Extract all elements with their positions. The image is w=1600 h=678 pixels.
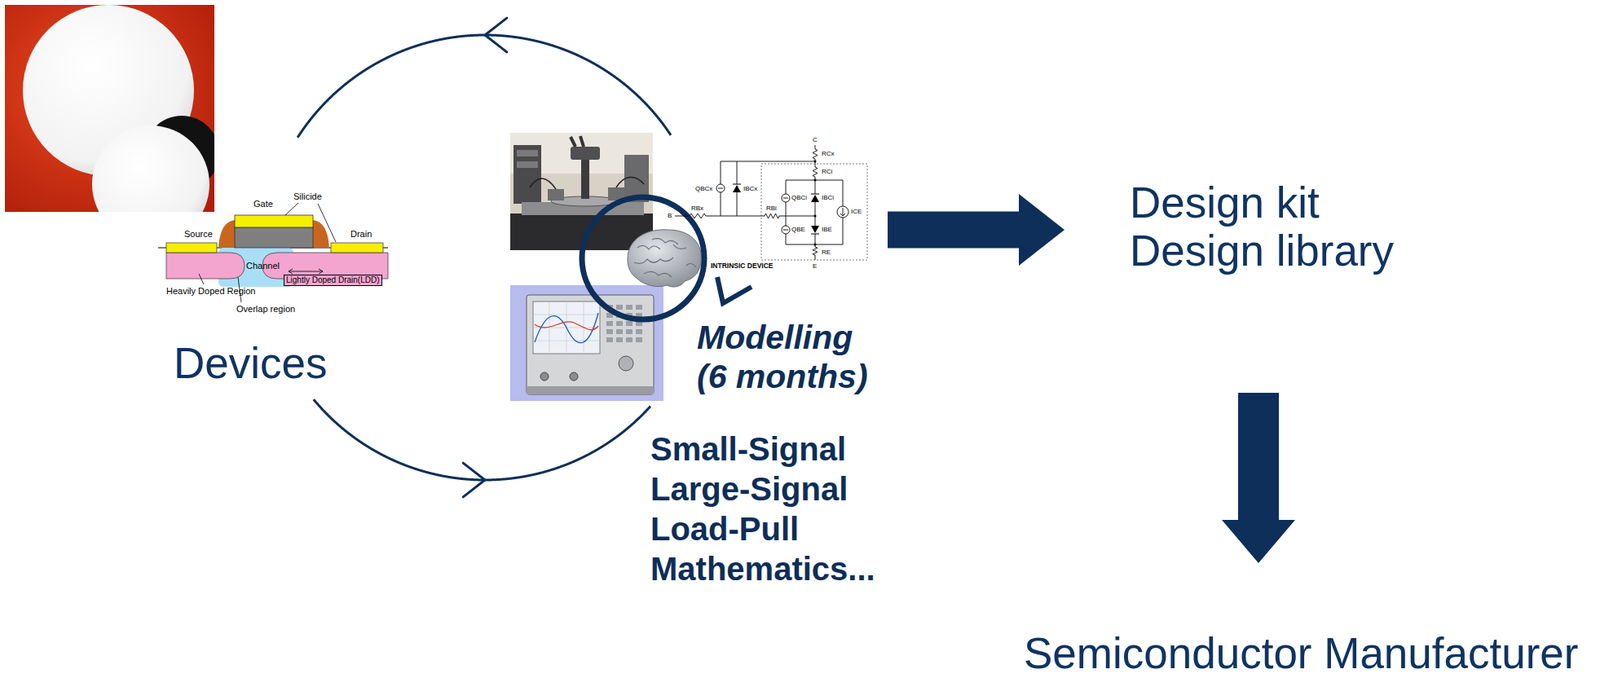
node-body: Small-Signal Large-Signal Load-Pull Math… [650, 429, 886, 590]
component-name: RBx [691, 205, 704, 212]
component-name: QBE [791, 226, 806, 234]
component-name: RBi [766, 205, 777, 212]
equivalent-circuit [814, 179, 817, 182]
brain-icon [627, 229, 701, 287]
block-arrow-shape [887, 193, 1065, 266]
mosfet-cross-section [166, 252, 245, 279]
equivalent-circuit [732, 184, 820, 234]
network-analyzer-photo [534, 321, 599, 331]
equivalent-circuit [837, 206, 849, 218]
pin-name: E [812, 263, 817, 270]
network-analyzer-photo [533, 301, 600, 354]
probe-station-photo [510, 132, 653, 251]
mosfet-cross-section [234, 227, 313, 248]
component-name: QBCi [791, 194, 807, 202]
component-name: RCx [821, 150, 835, 158]
block-arrow-shape [1221, 392, 1296, 564]
brain-icon [634, 238, 697, 278]
block-arrow [1221, 392, 1296, 564]
mosfet-cross-section [158, 202, 388, 303]
equivalent-circuit [761, 163, 868, 261]
equivalent-circuit [840, 207, 846, 216]
design-kit-box: Design kit Design library [1064, 175, 1407, 393]
equivalent-circuit [814, 243, 817, 247]
equivalent-circuit [814, 215, 817, 218]
probe-station-photo [570, 136, 584, 147]
region-label: INTRINSIC DEVICE [710, 262, 774, 270]
node-title: Semiconductor Manufacturer [1023, 631, 1579, 675]
node-title: Design kit Design library [1129, 178, 1399, 275]
cycle-arc [313, 399, 651, 481]
network-analyzer-photo [510, 285, 664, 402]
cycle-arrow [297, 17, 671, 138]
block-arrow [887, 193, 1065, 266]
mosfet-cross-section [234, 215, 313, 228]
component-name: IBCx [743, 185, 758, 193]
part-label: Silicide [293, 191, 322, 203]
network-analyzer-photo [618, 356, 634, 371]
part-label: Heavily Doped Region [166, 286, 256, 297]
component-name: RE [821, 249, 831, 256]
mosfet-cross-section [218, 220, 235, 248]
node-title: Devices [173, 341, 328, 385]
probe-station-photo [510, 132, 653, 251]
equivalent-circuit [732, 185, 820, 234]
pin-name: C [812, 136, 818, 144]
thinking-circle [581, 197, 705, 320]
probe-station-photo [516, 161, 538, 168]
part-label: Gate [253, 198, 274, 210]
equivalent-circuit [814, 160, 817, 164]
component-name: ICE [850, 208, 862, 216]
equivalent-circuit [674, 145, 868, 261]
component-name: IBE [821, 226, 833, 234]
equivalent-circuit [689, 149, 818, 256]
part-label: Overlap region [236, 304, 296, 315]
thinking-circle [717, 277, 752, 304]
part-label: Lightly Doped Drain(LDD) [283, 274, 383, 287]
network-analyzer-photo [510, 285, 664, 402]
node-title: Modelling (6 months) [696, 317, 881, 397]
part-label: Source [184, 229, 213, 240]
arrow-head [462, 462, 485, 498]
network-analyzer-photo [526, 386, 654, 395]
probe-station-photo [570, 146, 600, 160]
network-analyzer-photo [534, 312, 599, 344]
mosfet-cross-section [330, 242, 384, 253]
mosfet-cross-section [312, 220, 330, 248]
equivalent-circuit [674, 145, 843, 261]
network-analyzer-photo [533, 301, 600, 354]
wafer-photo [92, 125, 210, 212]
arrow-head [484, 17, 507, 53]
component-name: IBCi [821, 194, 834, 202]
part-label: Drain [350, 229, 372, 240]
network-analyzer-photo [569, 372, 578, 381]
network-analyzer-photo [540, 372, 549, 381]
part-label: Channel [246, 260, 280, 272]
probe-station-photo [529, 176, 644, 190]
cycle-arrow [313, 399, 651, 498]
probe-station-photo [513, 145, 542, 204]
manufacturer-box: Semiconductor Manufacturer [1018, 563, 1590, 678]
mosfet-cross-section [166, 242, 217, 253]
cycle-arc [297, 35, 671, 138]
mosfet-cross-section [288, 268, 323, 274]
component-name: QBCx [695, 185, 713, 193]
equivalent-circuit [718, 188, 789, 230]
thinking-circle [581, 197, 752, 320]
pin-name: B [667, 212, 672, 220]
component-name: RCi [821, 168, 833, 176]
brain-icon [627, 229, 701, 287]
network-analyzer-photo [526, 295, 654, 395]
probe-station-photo [516, 149, 538, 157]
probe-station-photo [547, 189, 565, 201]
wafer-photo [4, 4, 215, 212]
